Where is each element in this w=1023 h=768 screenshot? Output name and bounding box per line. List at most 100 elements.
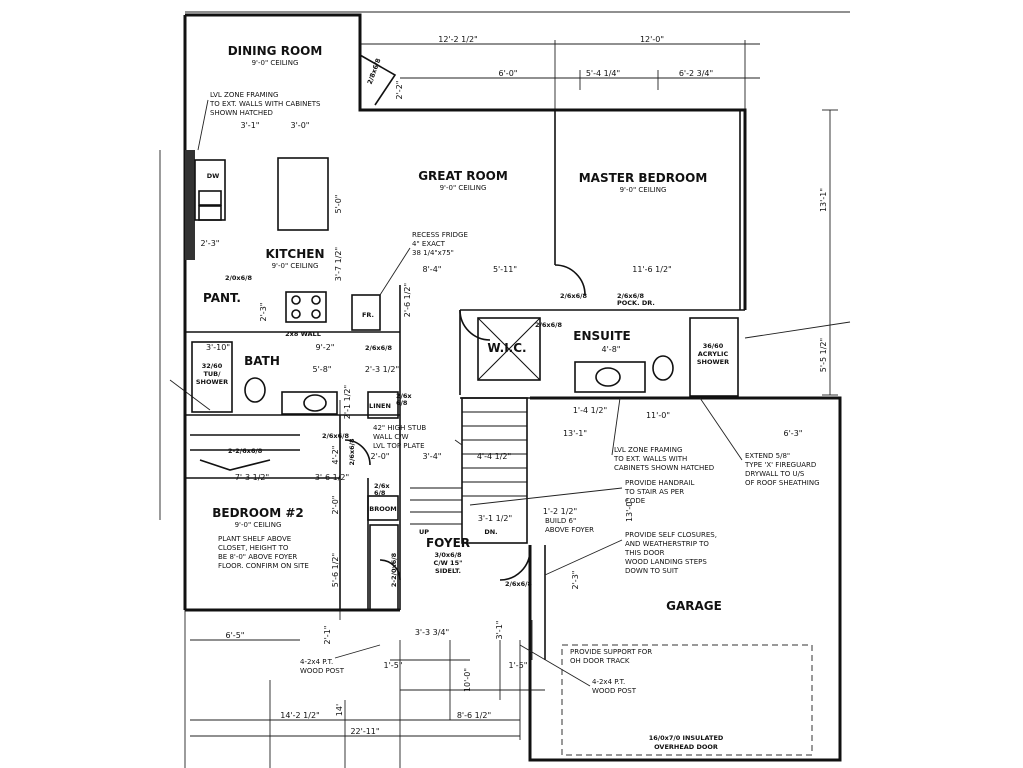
dim-s-6: 4'-2"	[331, 446, 340, 465]
notes: LVL ZONE FRAMING TO EXT. WALLS WITH CABI…	[209, 91, 820, 695]
shower-label-line3: SHOWER	[697, 358, 729, 366]
note-fridge-1: RECESS FRIDGE	[412, 231, 468, 239]
fixture-labels: DW FR. 32/60 TUB/ SHOWER 36/60 ACRYLIC S…	[196, 172, 729, 751]
room-great-name: GREAT ROOM	[418, 169, 508, 183]
dim-top-5: 6'-2 3/4"	[679, 69, 713, 78]
dim-l-5: 1'-5"	[509, 661, 528, 670]
dim-f-5: 2'-3"	[571, 571, 580, 590]
dim-s-5: 3'-6 1/2"	[315, 473, 349, 482]
note-lvl-top-3: SHOWN HATCHED	[210, 109, 273, 117]
overhead-door-line1: 16/0x7/0 INSULATED	[649, 734, 724, 742]
shower-label-line1: 36/60	[703, 342, 724, 350]
note-plant-3: BE 8'-0" ABOVE FOYER	[218, 553, 297, 561]
dim-f-1: 3'-1 1/2"	[478, 514, 512, 523]
dim-b-6: 2'-1 1/2"	[343, 385, 352, 419]
dim-l-6: 14'-2 1/2"	[280, 711, 319, 720]
dim-s-3: 2'-0"	[371, 452, 390, 461]
note-lvl-mid-1: LVL ZONE FRAMING	[614, 446, 682, 454]
dim-b-5: 2'-6 1/2"	[403, 283, 412, 317]
room-wic-name: W.I.C.	[487, 341, 526, 355]
dim-b-4: 2'-3 1/2"	[365, 365, 399, 374]
door-tag-bed2: 2/6x6/8	[348, 438, 356, 466]
room-broom-name: BROOM	[369, 505, 396, 513]
foyer-door-line2: C/W 15"	[433, 559, 462, 567]
door-tag-closet-bed: 2-2/6x6/8	[228, 447, 263, 455]
note-close-5: DOWN TO SUIT	[625, 567, 679, 575]
dim-g-2: 11'-0"	[646, 411, 670, 420]
room-great-ceiling: 9'-0" CEILING	[440, 184, 487, 192]
note-stub-2: WALL C/W	[373, 433, 409, 441]
dim-k-6: 2'-2"	[395, 81, 404, 100]
fridge-label: FR.	[362, 311, 374, 319]
stair-up-label: UP	[419, 528, 429, 536]
foyer-door-line3: SIDELT.	[435, 567, 461, 575]
note-post-left-2: WOOD POST	[300, 667, 345, 675]
note-lvl-mid-3: CABINETS SHOWN HATCHED	[614, 464, 714, 472]
dim-s-7: 2'-0"	[331, 496, 340, 515]
dim-l-2: 2'-1"	[323, 626, 332, 645]
overhead-door-line2: OVERHEAD DOOR	[654, 743, 718, 751]
note-stub-3: LVL TOP PLATE	[373, 442, 425, 450]
door-tag-wic: 2/6x6/8	[535, 321, 563, 329]
note-fridge-3: 38 1/4"x75"	[412, 249, 454, 257]
room-dining-name: DINING ROOM	[228, 44, 323, 58]
room-kitchen-ceiling: 9'-0" CEILING	[272, 262, 319, 270]
dim-right-1: 13'-1"	[819, 188, 828, 212]
dim-g-1: 1'-4 1/2"	[573, 406, 607, 415]
dim-top-4: 5'-4 1/4"	[586, 69, 620, 78]
note-build-1: BUILD 6"	[545, 517, 576, 525]
door-tag-linen-line2: 6/8	[396, 399, 408, 407]
dim-l-3: 1'-5"	[384, 661, 403, 670]
dimension-texts: 12'-2 1/2" 12'-0" 6'-0" 5'-4 1/4" 6'-2 3…	[201, 35, 828, 736]
dim-l-1: 6'-5"	[226, 631, 245, 640]
wall-2x8-label: 2x8 WALL	[285, 330, 321, 338]
note-close-1: PROVIDE SELF CLOSURES,	[625, 531, 717, 539]
dim-k-5: 2'-3"	[201, 239, 220, 248]
dim-s-1: 4'-4 1/2"	[477, 452, 511, 461]
note-oh-1: PROVIDE SUPPORT FOR	[570, 648, 652, 656]
door-swings	[344, 264, 586, 581]
note-handrail-3: CODE	[625, 497, 645, 505]
note-fridge-2: 4" EXACT	[412, 240, 446, 248]
room-garage-name: GARAGE	[666, 599, 722, 613]
room-labels: DINING ROOM 9'-0" CEILING GREAT ROOM 9'-…	[203, 44, 722, 613]
room-bedroom2-name: BEDROOM #2	[212, 506, 303, 520]
tub-label-line3: SHOWER	[196, 378, 228, 386]
door-tag-pocket-line2: POCK. DR.	[617, 299, 655, 307]
dim-mid-1: 8'-4"	[423, 265, 442, 274]
dim-right-2: 5'-5 1/2"	[819, 338, 828, 372]
door-tag-broom-line2: 6/8	[374, 489, 386, 497]
room-dining-ceiling: 9'-0" CEILING	[252, 59, 299, 67]
note-stub-1: 42" HIGH STUB	[373, 424, 426, 432]
note-oh-2: OH DOOR TRACK	[570, 657, 630, 665]
dim-b-2: 9'-2"	[316, 343, 335, 352]
note-plant-2: CLOSET, HEIGHT TO	[218, 544, 289, 552]
room-bedroom2-ceiling: 9'-0" CEILING	[235, 521, 282, 529]
dim-top-3: 6'-0"	[499, 69, 518, 78]
room-kitchen-name: KITCHEN	[265, 247, 324, 261]
note-fire-2: TYPE 'X' FIREGUARD	[744, 461, 816, 469]
door-tag-pantry: 2/0x6/8	[225, 274, 253, 282]
dim-top-1: 12'-2 1/2"	[438, 35, 477, 44]
note-lvl-top-2: TO EXT. WALLS WITH CABINETS	[209, 100, 321, 108]
note-handrail-1: PROVIDE HANDRAIL	[625, 479, 694, 487]
door-tag-closet-foyer: 2-2/0x6/8	[390, 552, 398, 587]
note-fire-4: OF ROOF SHEATHING	[745, 479, 820, 487]
note-close-4: WOOD LANDING STEPS	[625, 558, 707, 566]
dim-l-9: 14'	[335, 704, 344, 716]
dim-k-4: 3'-7 1/2"	[334, 247, 343, 281]
dim-l-8: 22'-11"	[350, 727, 379, 736]
dim-b-3: 5'-8"	[313, 365, 332, 374]
dim-f-3: 3'-3 3/4"	[415, 628, 449, 637]
note-post-right-2: WOOD POST	[592, 687, 637, 695]
dim-l-7: 8'-6 1/2"	[457, 711, 491, 720]
dim-f-2: 1'-2 1/2"	[543, 507, 577, 516]
note-post-left-1: 4-2x4 P.T.	[300, 658, 333, 666]
room-pantry-name: PANT.	[203, 291, 241, 305]
dim-mid-3: 11'-6 1/2"	[632, 265, 671, 274]
dim-e-1: 4'-8"	[602, 345, 621, 354]
dim-l-4: 10'-0"	[463, 668, 472, 692]
door-tag-master: 2/6x6/8	[560, 292, 588, 300]
dim-s-8: 5'-6 1/2"	[331, 553, 340, 587]
